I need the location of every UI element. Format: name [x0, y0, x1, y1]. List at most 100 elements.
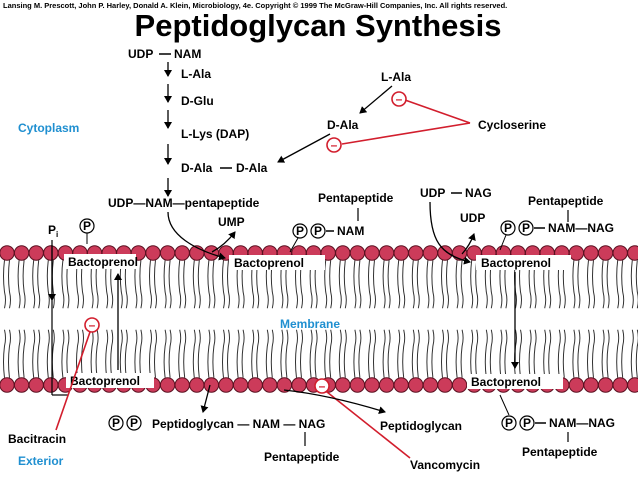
phosphate-circle [310, 223, 326, 239]
lipid-head [13, 377, 30, 393]
lipid-tail [17, 329, 21, 378]
d-glu-label: D-Glu [181, 94, 214, 108]
phosphate-symbol: P [504, 221, 512, 235]
inhibition-line [341, 122, 471, 145]
lipid-tail [168, 329, 172, 378]
lipid-tail [329, 260, 333, 309]
lipid-tail [227, 329, 230, 378]
lipid-tail [163, 260, 167, 309]
lipid-tail [110, 329, 114, 378]
right-l-ala-label: L-Ala [381, 70, 411, 84]
lipid-tail [635, 329, 638, 378]
lipid-tail [382, 329, 386, 378]
lipid-tail [470, 329, 474, 378]
lipid-tail [446, 260, 449, 309]
lipid-tail [61, 260, 65, 309]
lipid-tail [338, 260, 342, 309]
lipid-tail [621, 329, 625, 378]
lipid-head [612, 377, 628, 393]
lipid-head [437, 245, 453, 261]
phosphate-circle [501, 415, 517, 431]
lipid-head [612, 245, 628, 261]
ump-release-arrow [211, 231, 236, 253]
lipid-head [335, 245, 351, 261]
lipid-tail [76, 260, 79, 309]
lipid-tail [587, 329, 590, 378]
lipid-tail [241, 329, 245, 378]
lipid-tail [3, 260, 6, 309]
region-label-exterior: Exterior [18, 454, 64, 468]
lipid-head [13, 245, 30, 261]
lipid-tail [343, 260, 347, 309]
lipid-head [583, 377, 599, 393]
lipid-tail [124, 329, 128, 378]
lipid-head [364, 377, 380, 393]
bacitracin-label: Bacitracin [8, 432, 66, 446]
lipid-tail [577, 329, 581, 378]
lipid-tail [32, 260, 36, 309]
lipid-tail [402, 329, 406, 378]
lipid-head [597, 377, 614, 393]
lipid-tail [46, 260, 50, 309]
lipid-head [451, 245, 468, 261]
lipid-tail [343, 329, 347, 378]
lipid-tail [460, 260, 464, 309]
lipid-tail [616, 260, 620, 309]
lipid-head [393, 245, 409, 261]
lipid-head [568, 245, 585, 261]
lipid-tail [601, 260, 605, 309]
lipid-tail [163, 329, 167, 378]
lipid-head [203, 377, 220, 393]
lipid-tail [168, 260, 172, 309]
lipid-tail [368, 329, 371, 378]
bactoprenol-label: Bactoprenol [70, 374, 140, 388]
inhibition-marker [314, 378, 330, 394]
lipid-tail [528, 329, 532, 378]
lipid-tail [373, 329, 376, 378]
lipid-tail [314, 329, 318, 378]
lipid-head [437, 377, 453, 393]
lipid-head [0, 377, 15, 393]
lipid-head [159, 377, 176, 393]
minus-symbol: – [396, 92, 403, 106]
udp-nag-udp-label: UDP [420, 186, 445, 200]
lipid-tail [22, 329, 26, 378]
inhibition-marker [391, 91, 407, 107]
lipid-tail [66, 329, 70, 378]
phosphate-symbol: P [314, 224, 322, 238]
lipid-head [378, 377, 395, 393]
lipid-tail [416, 260, 420, 309]
lipid-head [422, 377, 439, 393]
lipid-tail [256, 329, 260, 378]
lipid-tail [387, 260, 391, 309]
lipid-head [43, 377, 59, 393]
lipid-tail [630, 329, 634, 378]
lipid-tail [280, 329, 284, 378]
lipid-tail [353, 260, 357, 309]
pentapeptide-right-exterior-label: Pentapeptide [522, 445, 598, 459]
lipid-tail [592, 260, 595, 309]
lipid-head [364, 245, 380, 261]
lipid-tail [285, 329, 289, 378]
phosphate-symbol: P [130, 416, 138, 430]
lipid-tail [499, 329, 503, 378]
lipid-tail [183, 329, 187, 378]
udp-nam: UDP NAM [128, 47, 201, 61]
lipid-tail [484, 329, 488, 378]
lipid-tail [455, 260, 459, 309]
lipid-tail [134, 260, 138, 309]
pp-nam-label: NAM [337, 224, 364, 238]
lipid-tail [397, 329, 401, 378]
inhibition-marker [326, 137, 342, 153]
ump-label: UMP [218, 215, 245, 229]
lipid-tail [397, 260, 401, 309]
lipid-tail [265, 329, 269, 378]
lipid-tail [212, 329, 216, 378]
phosphate-symbol: P [112, 416, 120, 430]
lipid-tail [178, 329, 182, 378]
lipid-head [627, 245, 638, 261]
lipid-head [218, 377, 234, 393]
lipid-tail [358, 260, 362, 309]
